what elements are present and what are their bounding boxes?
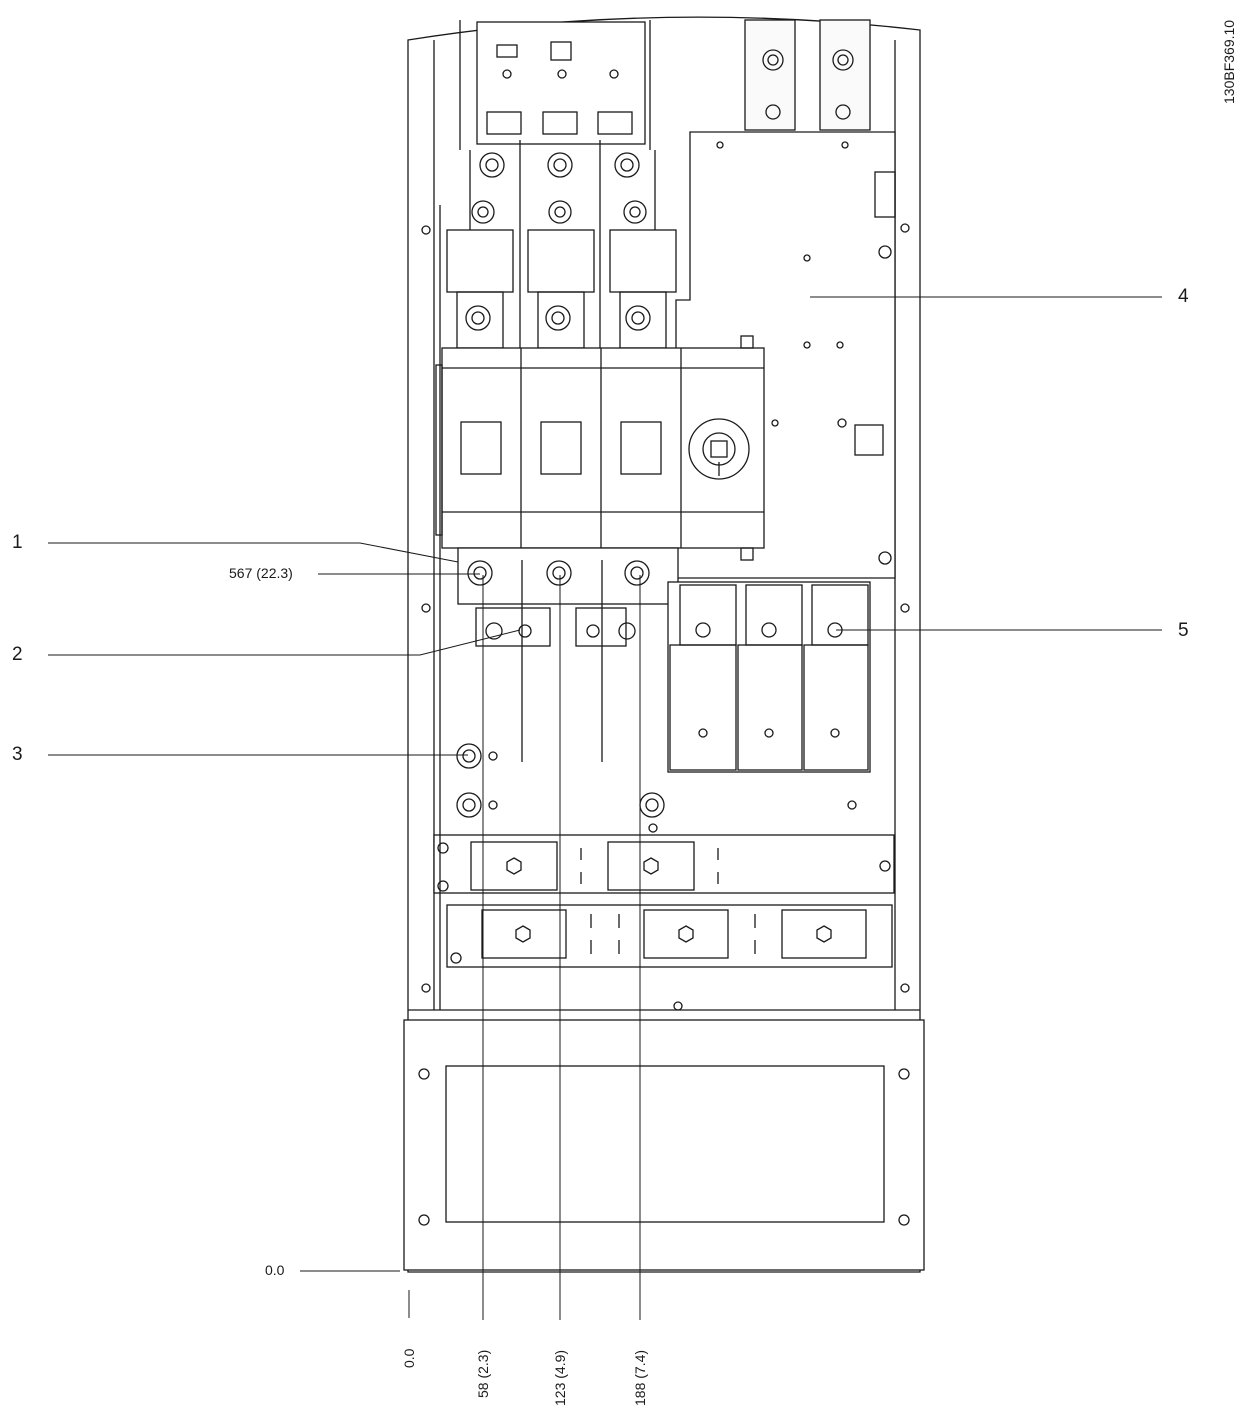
cable-clamp-rails xyxy=(433,834,895,968)
callout-4: 4 xyxy=(1178,286,1189,307)
dim-horizontal-2: 123 (4.9) xyxy=(552,1349,568,1406)
disconnect-switch xyxy=(435,335,765,561)
upper-terminals xyxy=(469,140,656,360)
upper-fuses xyxy=(446,229,677,349)
output-terminals xyxy=(667,581,871,773)
gland-plate xyxy=(403,1019,925,1271)
callout-5: 5 xyxy=(1178,620,1189,641)
top-fuse-block xyxy=(476,21,646,145)
callout-1: 1 xyxy=(12,532,23,553)
dim-horizontal-1: 58 (2.3) xyxy=(475,1349,491,1398)
dim-vertical-zero: 0.0 xyxy=(265,1262,285,1278)
dim-horizontal-3: 188 (7.4) xyxy=(632,1349,648,1406)
dim-horizontal-0: 0.0 xyxy=(401,1348,417,1368)
top-busbars xyxy=(459,19,871,150)
input-terminals xyxy=(457,547,679,762)
dim-vertical-top: 567 (22.3) xyxy=(229,565,293,581)
leader-lines xyxy=(48,296,1162,1320)
callout-2: 2 xyxy=(12,644,23,665)
drawing-code: 130BF369.10 xyxy=(1221,19,1237,104)
callout-3: 3 xyxy=(12,744,23,765)
